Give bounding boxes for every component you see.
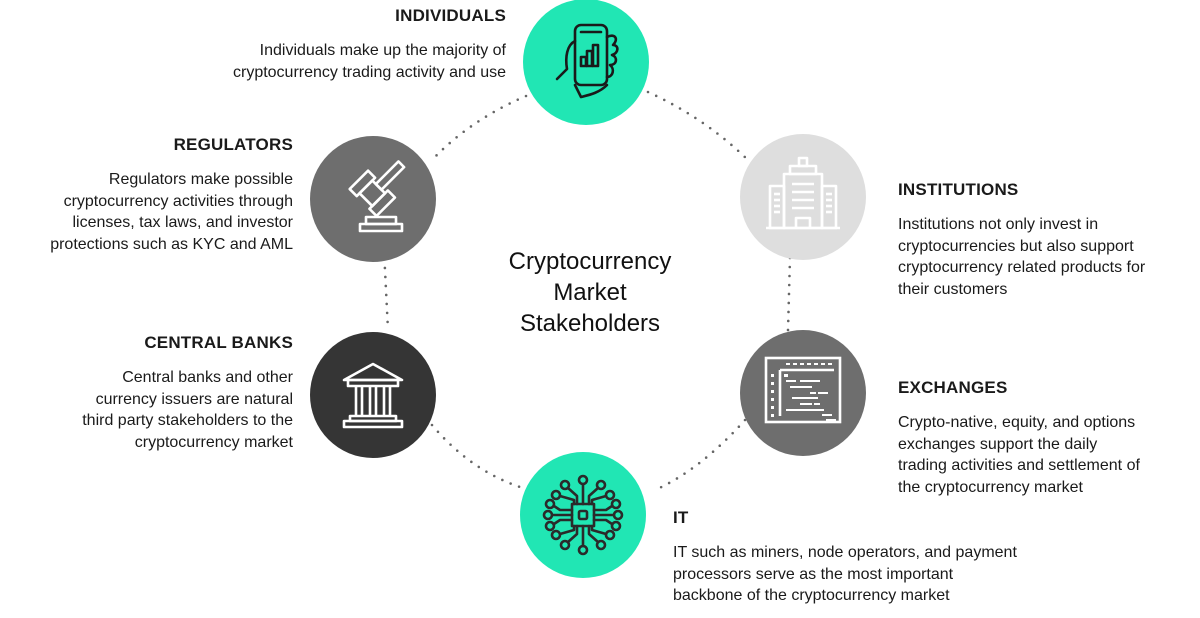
institutions-heading: INSTITUTIONS	[898, 180, 1019, 199]
regulators-node	[310, 136, 436, 262]
central-banks-desc-line2: currency issuers are natural	[95, 390, 293, 408]
it-desc-line3: backbone of the cryptocurrency market	[673, 587, 950, 604]
institutions-desc-line2: cryptocurrencies but also support	[898, 237, 1134, 255]
central-banks-label: CENTRAL BANKS Central banks and other cu…	[0, 333, 293, 453]
individuals-label: INDIVIDUALS Individuals make up the majo…	[186, 6, 506, 83]
exchanges-desc-line2: exchanges support the daily	[898, 435, 1098, 453]
diagram-title: Cryptocurrency Market Stakeholders	[470, 246, 710, 339]
title-line1: Cryptocurrency	[508, 248, 672, 275]
exchanges-node	[740, 330, 866, 456]
individuals-desc-line1: Individuals make up the majority of	[259, 42, 506, 59]
exchanges-desc-line3: trading activities and settlement of	[898, 457, 1140, 474]
exchanges-desc-line4: the cryptocurrency market	[898, 478, 1083, 496]
exchanges-label: EXCHANGES Crypto-native, equity, and opt…	[898, 378, 1198, 498]
institutions-node	[740, 134, 866, 260]
institutions-label: INSTITUTIONS Institutions not only inves…	[898, 180, 1198, 300]
it-desc-line2: processors serve as the most important	[673, 565, 954, 583]
exchanges-desc-line1: Crypto-native, equity, and options	[898, 414, 1136, 431]
individuals-node	[523, 0, 649, 125]
regulators-desc-line3: licenses, tax laws, and investor	[72, 214, 293, 231]
regulators-desc-line4: protections such as KYC and AML	[50, 235, 293, 253]
central-banks-desc-line3: third party stakeholders to the	[82, 412, 293, 429]
hand-holding-phone-chart-icon	[555, 23, 619, 99]
individuals-desc-line2: cryptocurrency trading activity and use	[232, 63, 506, 81]
regulators-heading: REGULATORS	[173, 135, 293, 154]
title-line3: Stakeholders	[519, 310, 661, 337]
institutions-desc-line4: their customers	[898, 280, 1008, 298]
gavel-icon	[348, 160, 406, 233]
institutions-desc-line1: Institutions not only invest in	[898, 216, 1099, 233]
it-node	[520, 452, 646, 578]
regulators-desc-line1: Regulators make possible	[108, 171, 293, 188]
central-banks-heading: CENTRAL BANKS	[144, 333, 293, 352]
institutions-desc-line3: cryptocurrency related products for	[898, 259, 1146, 276]
individuals-heading: INDIVIDUALS	[395, 6, 506, 25]
it-desc-line1: IT such as miners, node operators, and p…	[673, 544, 1017, 561]
office-buildings-icon	[766, 156, 840, 230]
title-line2: Market	[553, 279, 627, 306]
bank-building-icon	[342, 362, 404, 429]
regulators-desc-line2: cryptocurrency activities through	[63, 192, 293, 210]
exchanges-heading: EXCHANGES	[898, 378, 1008, 397]
it-label: IT IT such as miners, node operators, an…	[673, 508, 1093, 607]
gantt-chart-icon	[764, 356, 842, 424]
circuit-chip-icon	[542, 474, 624, 556]
central-banks-desc-line4: cryptocurrency market	[134, 433, 293, 451]
regulators-label: REGULATORS Regulators make possible cryp…	[0, 135, 293, 255]
it-heading: IT	[673, 508, 689, 527]
central-banks-node	[310, 332, 436, 458]
central-banks-desc-line1: Central banks and other	[122, 369, 293, 386]
